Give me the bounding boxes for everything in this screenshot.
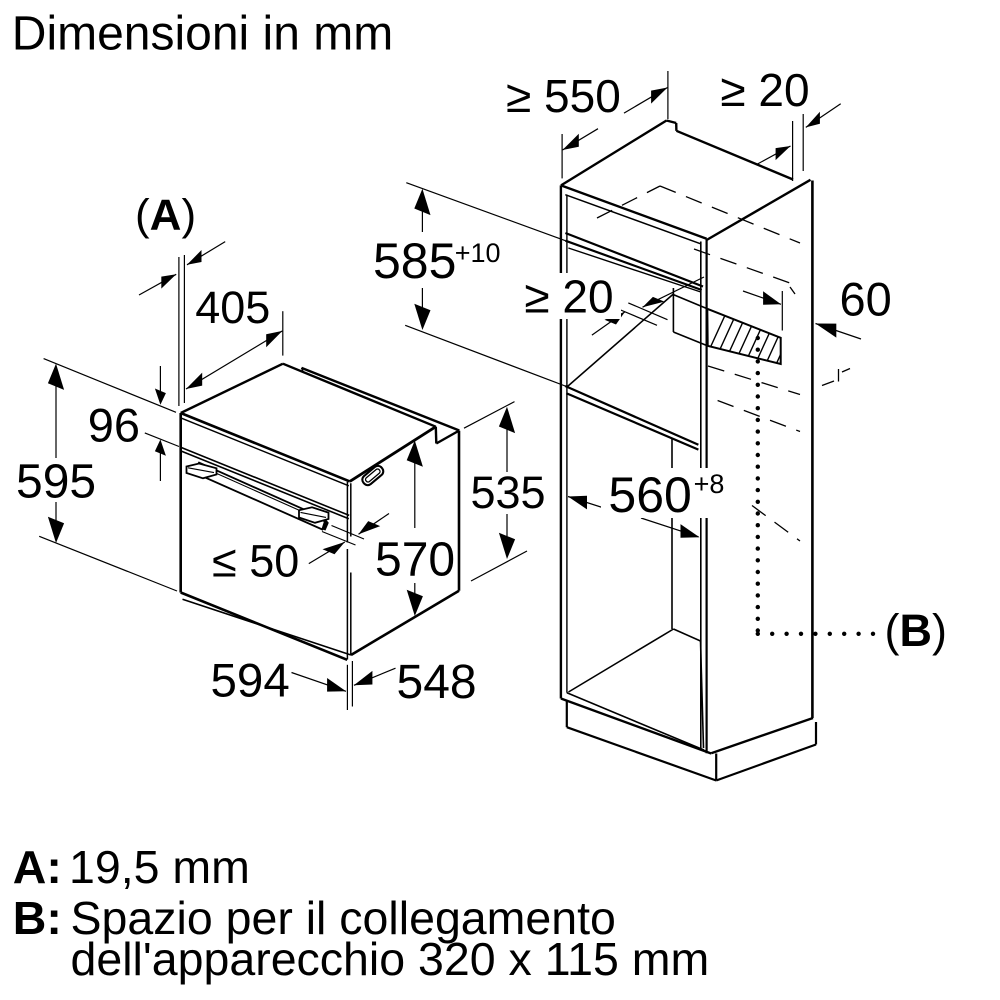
svg-text:548: 548: [397, 656, 477, 709]
svg-text:≥ 20: ≥ 20: [720, 64, 809, 116]
svg-text:535: 535: [471, 467, 546, 518]
svg-text:≤ 50: ≤ 50: [212, 535, 299, 586]
svg-text:+8: +8: [694, 469, 725, 499]
svg-text:B:Spazio per il collegamento: B:Spazio per il collegamento: [13, 892, 616, 944]
svg-text:+10: +10: [455, 238, 501, 268]
svg-text:(A): (A): [135, 191, 196, 240]
svg-text:585: 585: [373, 233, 456, 289]
svg-text:405: 405: [195, 282, 270, 333]
svg-text:560: 560: [608, 467, 691, 523]
svg-text:≥ 550: ≥ 550: [506, 70, 621, 122]
svg-text:(B): (B): [885, 605, 948, 656]
svg-text:594: 594: [211, 655, 290, 708]
svg-text:60: 60: [840, 273, 892, 326]
svg-text:595: 595: [16, 456, 96, 509]
svg-text:96: 96: [88, 398, 140, 451]
svg-text:Dimensioni in mm: Dimensioni in mm: [12, 8, 393, 61]
svg-text:dell'apparecchio 320 x 115 mm: dell'apparecchio 320 x 115 mm: [71, 933, 710, 985]
svg-text:A:19,5 mm: A:19,5 mm: [13, 841, 250, 893]
svg-text:570: 570: [375, 534, 455, 587]
svg-text:≥ 20: ≥ 20: [524, 271, 613, 323]
